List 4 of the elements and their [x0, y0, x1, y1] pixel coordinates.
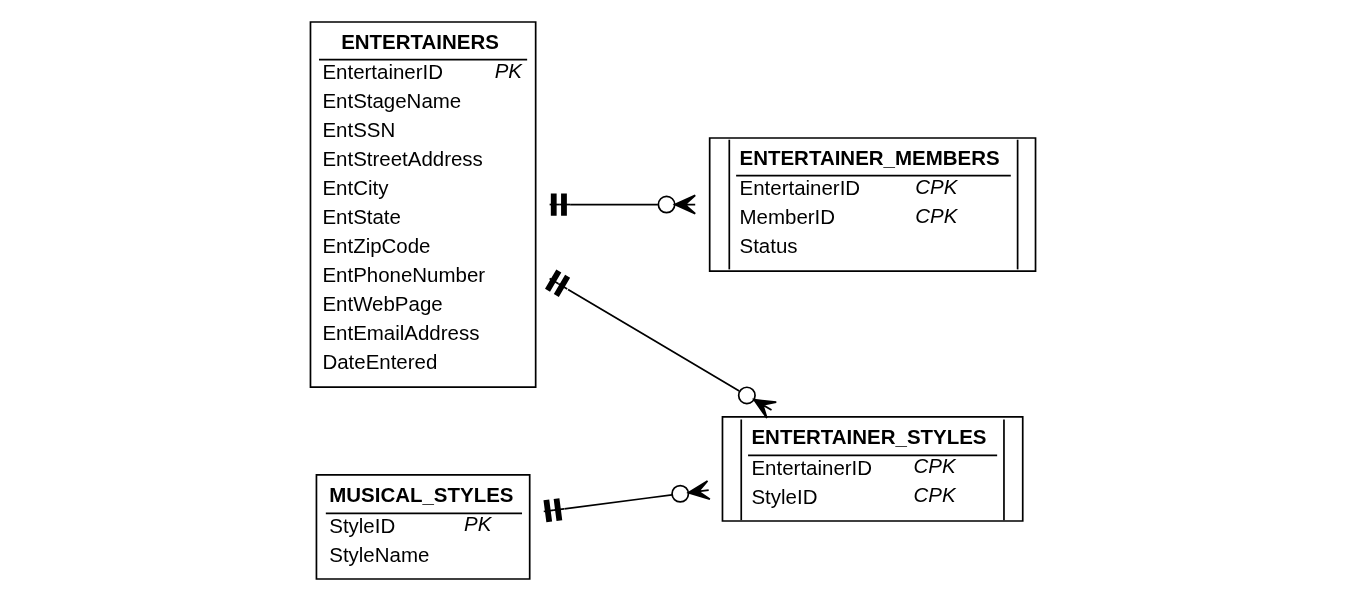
node-box: ENTERTAINERS EntertainerID PK EntStageName EntSSN EntStreetAddress EntCity EntState EntZipCode EntPhoneNumber EntWebPage EntEmailAddress DateEntered — [309, 21, 537, 388]
connector — [542, 480, 711, 523]
connector — [545, 269, 778, 419]
node-box: MUSICAL_STYLES StyleID PK StyleName — [315, 474, 531, 580]
